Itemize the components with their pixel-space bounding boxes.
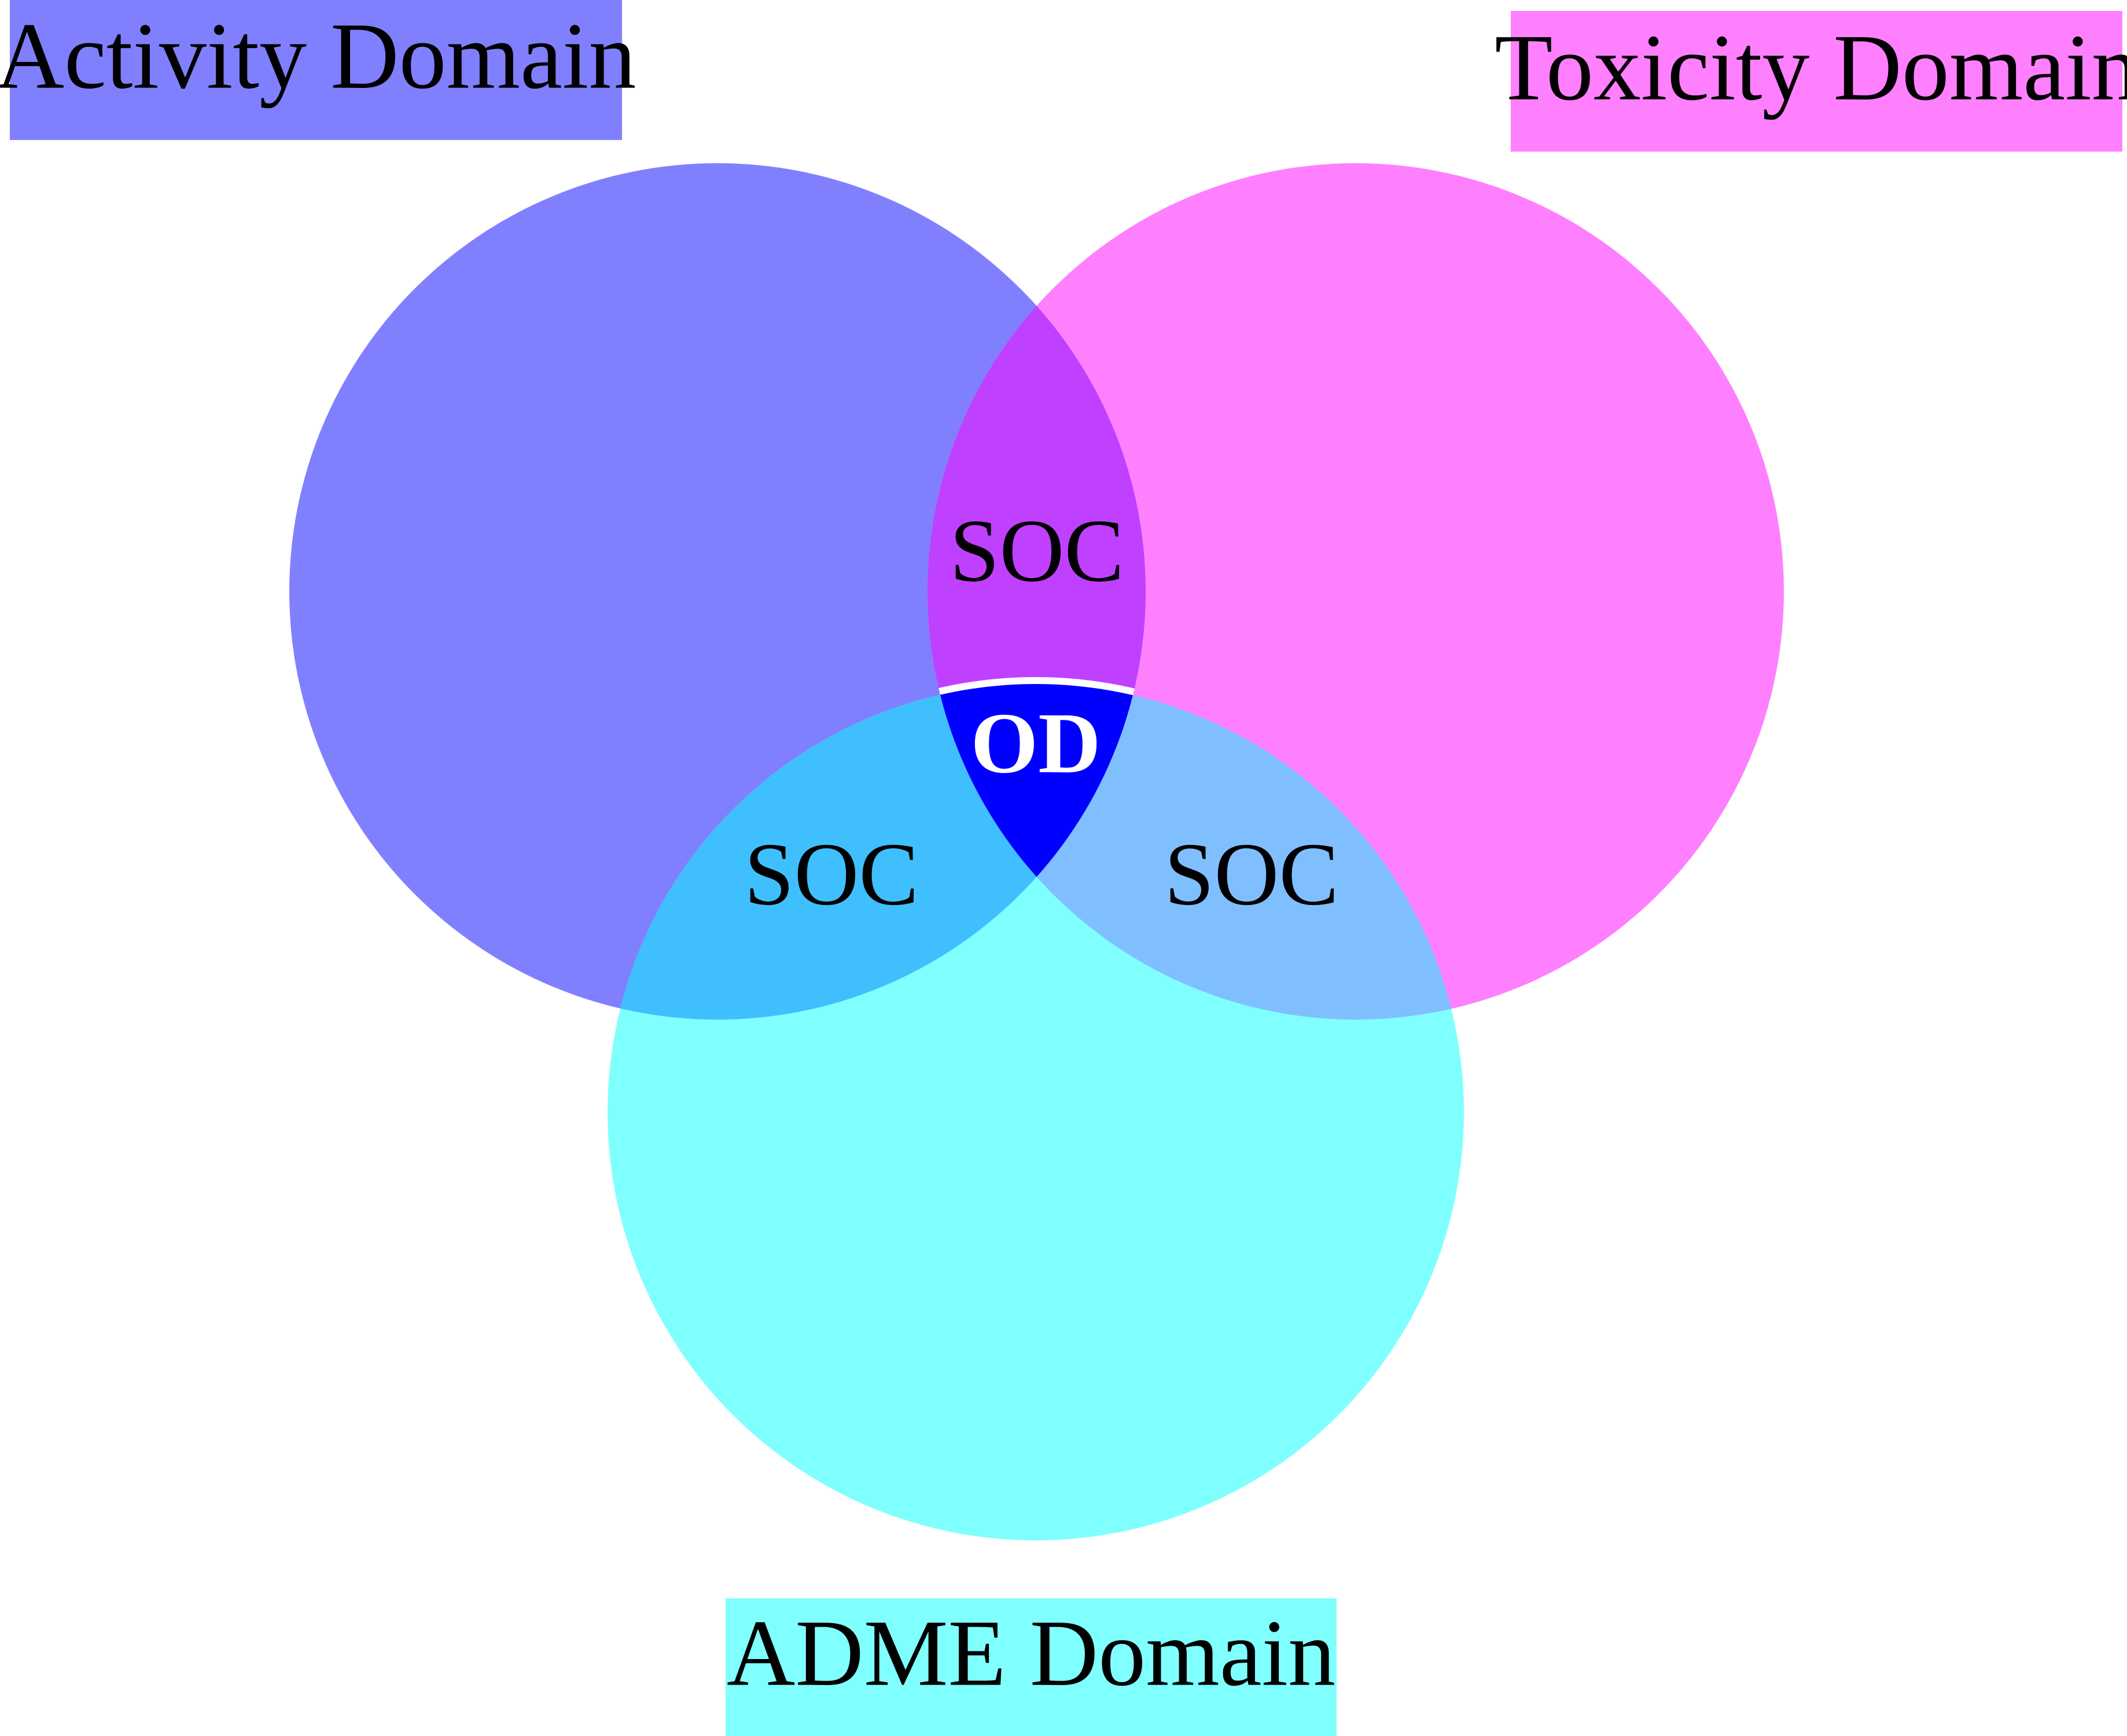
soc-label-activity-toxicity: SOC bbox=[950, 501, 1124, 601]
toxicity-domain-label: Toxicity Domain bbox=[1495, 16, 2127, 120]
activity-domain-box bbox=[10, 0, 622, 140]
soc-label-toxicity-adme: SOC bbox=[1164, 825, 1339, 924]
adme-domain-box bbox=[726, 1598, 1337, 1736]
toxicity-adme-overlap bbox=[928, 684, 1464, 1020]
adme-domain-label: ADME Domain bbox=[727, 1601, 1335, 1706]
toxicity-domain-box bbox=[1511, 11, 2122, 152]
adme-domain-legend: ADME Domain bbox=[726, 1598, 1337, 1736]
toxicity-domain-legend: Toxicity Domain bbox=[1495, 11, 2127, 152]
activity-domain-legend: Activity Domain bbox=[0, 0, 636, 140]
activity-domain-label: Activity Domain bbox=[0, 4, 636, 109]
activity-adme-overlap bbox=[608, 684, 1146, 1020]
soc-label-activity-adme: SOC bbox=[744, 825, 919, 924]
od-label: OD bbox=[971, 695, 1101, 791]
